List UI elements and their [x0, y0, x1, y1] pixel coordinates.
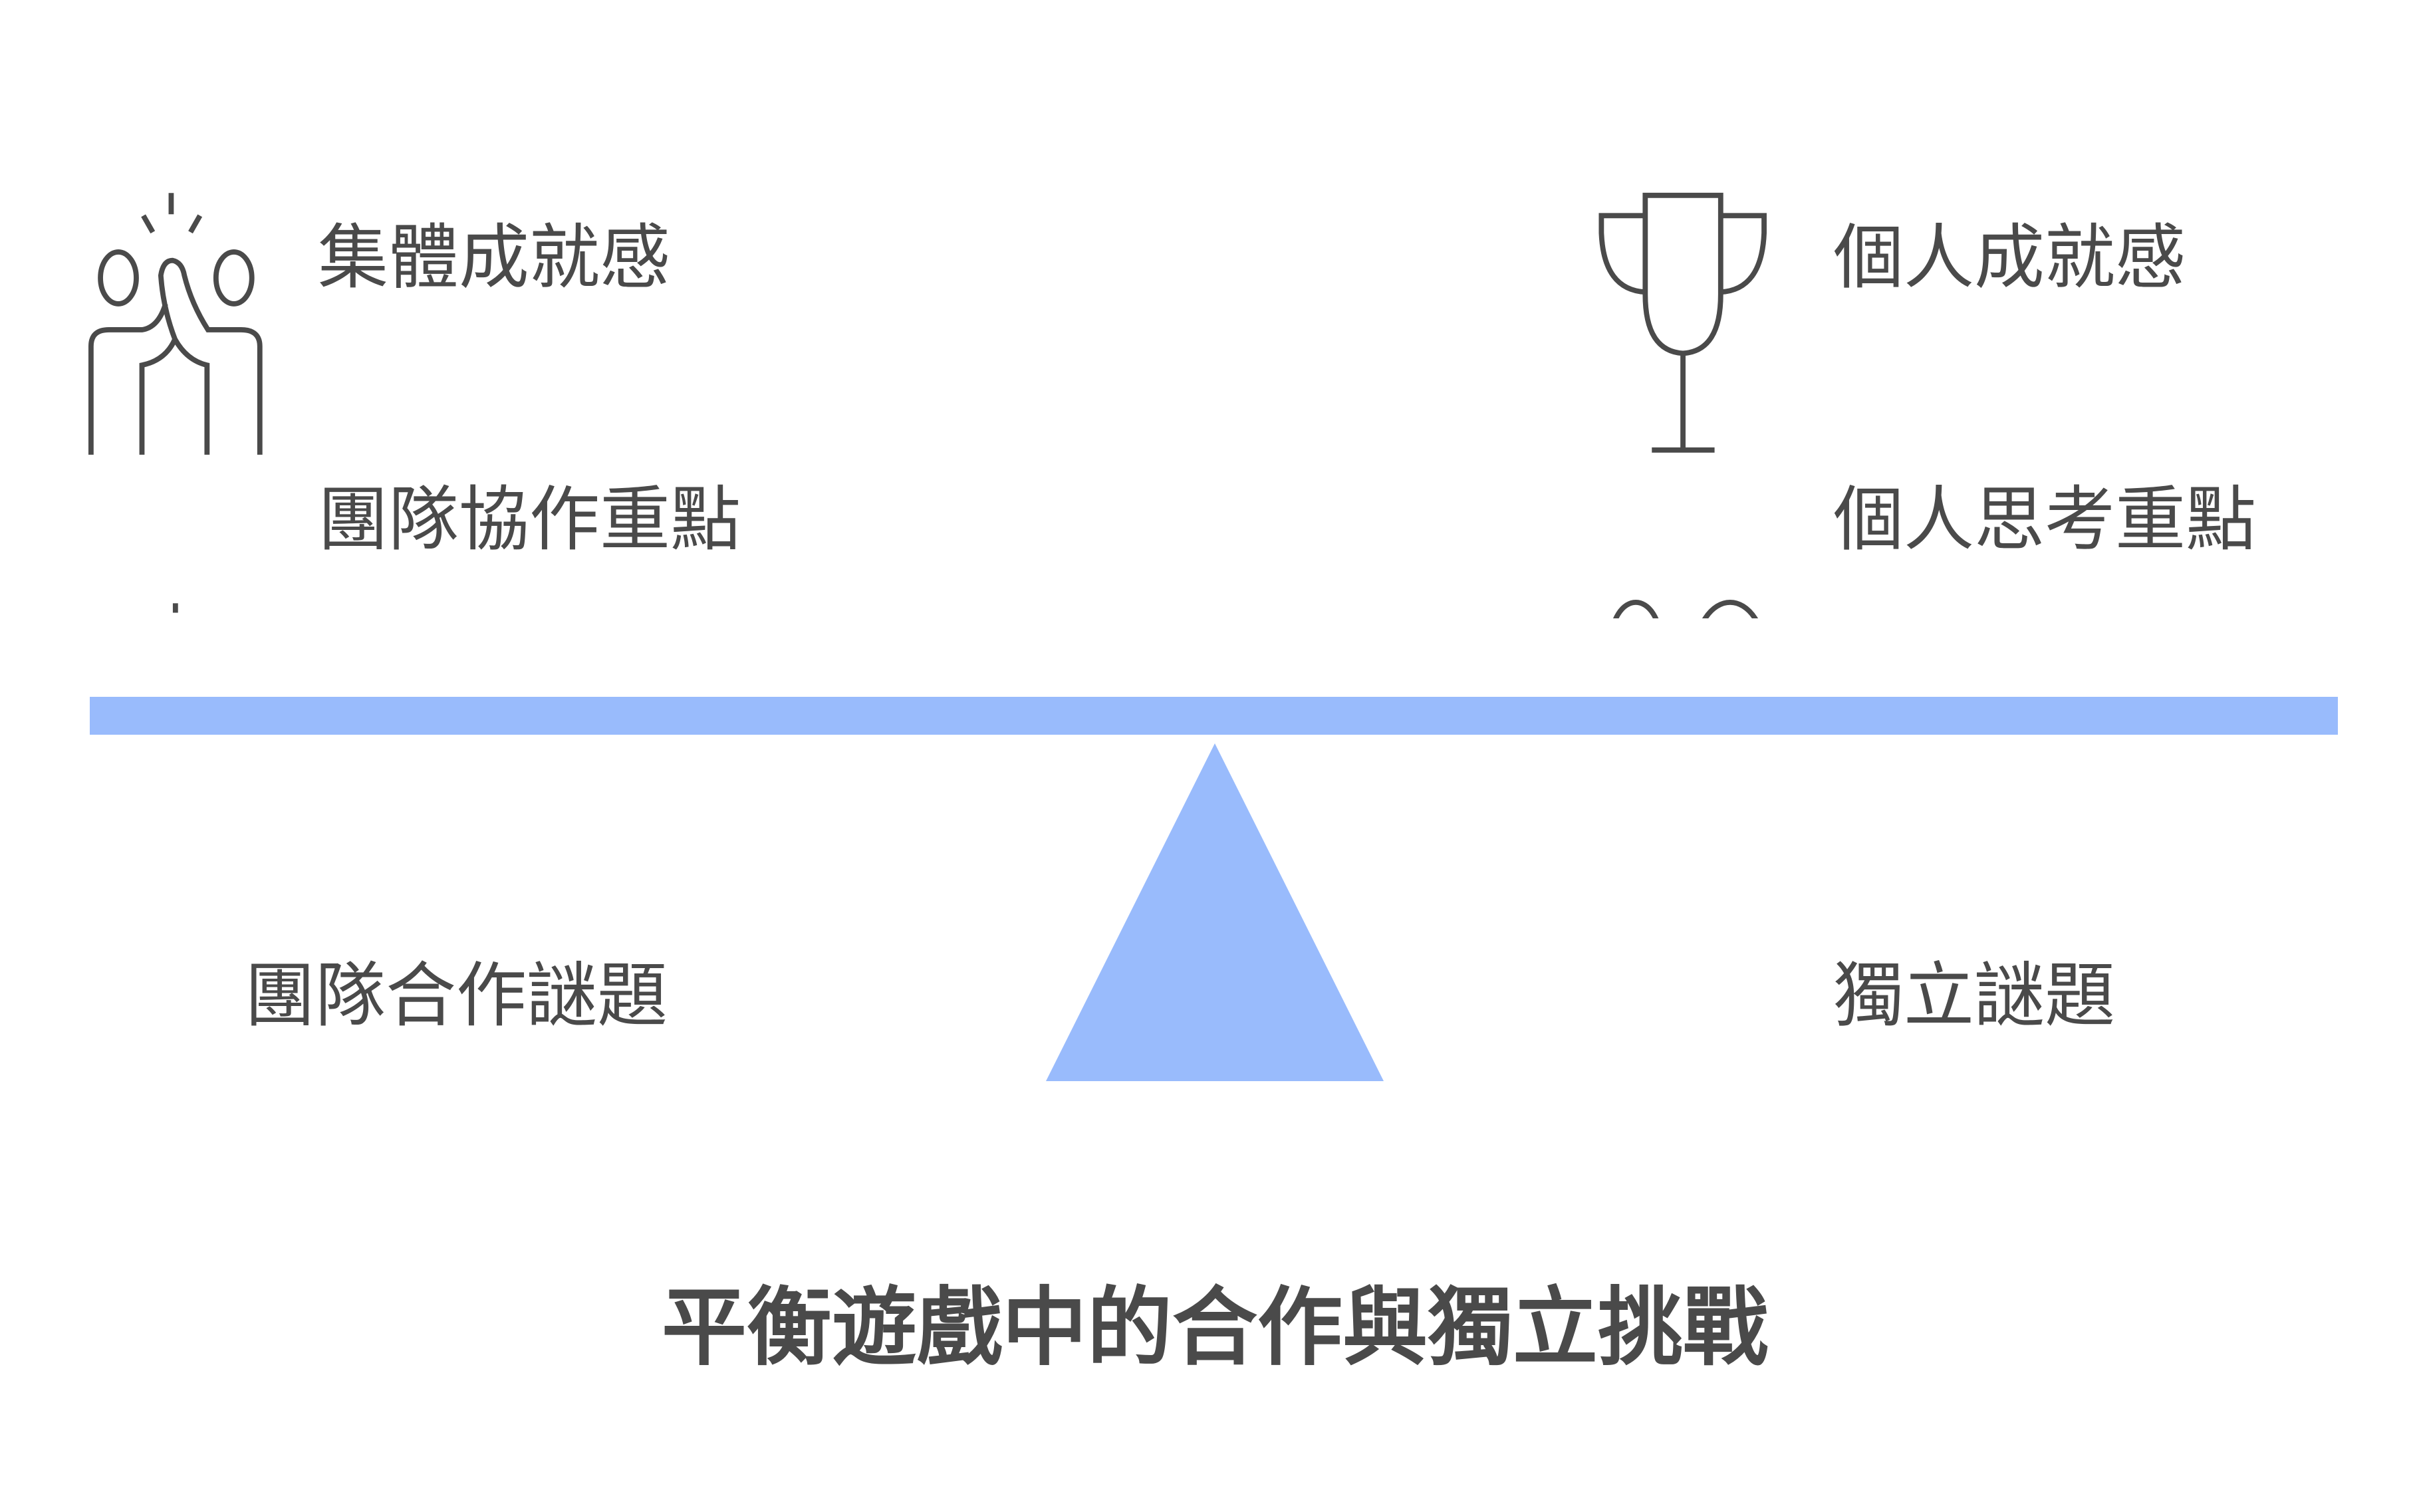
right-icons	[1598, 192, 1767, 618]
diagram-title: 平衡遊戲中的合作與獨立挑戰	[661, 1278, 1769, 1378]
person-idea-icon	[1612, 600, 1759, 618]
personal-thinking-label: 個人思考重點	[1833, 479, 2256, 561]
team-collaboration-label: 團隊協作重點	[318, 479, 741, 561]
solo-puzzle-label: 獨立謎題	[1833, 955, 2115, 1037]
collective-achievement-label: 集體成就感	[318, 217, 670, 299]
seesaw-fulcrum	[1046, 743, 1384, 1081]
seesaw-beam	[90, 697, 2338, 735]
personal-achievement-label: 個人成就感	[1833, 217, 2186, 299]
team-idea-icon	[172, 603, 178, 613]
high-five-icon	[88, 193, 263, 455]
left-icons	[88, 193, 263, 613]
team-puzzle-label: 團隊合作謎題	[245, 955, 668, 1037]
trophy-icon	[1598, 192, 1767, 453]
